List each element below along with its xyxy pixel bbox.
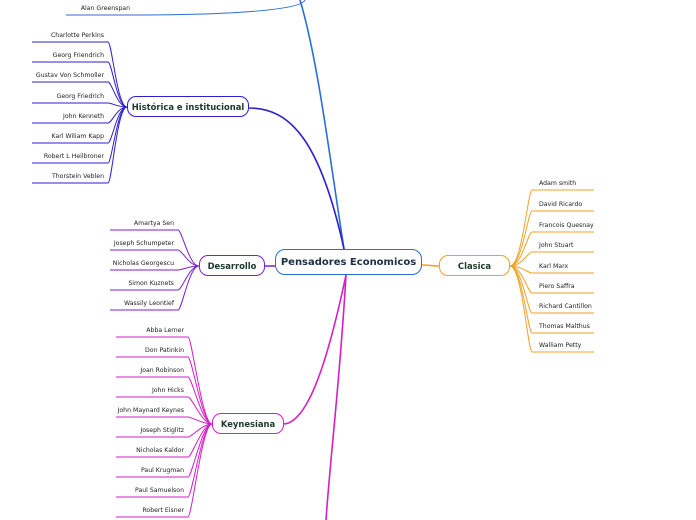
leaf-topic-clasica[interactable]: Francois Quesnay [539,222,594,229]
leaf-topic-historica[interactable]: Charlotte Perkins [50,32,104,39]
connector-central-clasica [421,264,440,267]
branch-label-historica: Histórica e institucional [131,101,245,112]
leaf-topic-clasica[interactable]: John Stuart [539,242,574,249]
leaf-connector-clasica [509,251,533,267]
connector-central-bottom [325,274,347,520]
connector-central-keynesiana [283,274,347,425]
leaf-topic-desarrollo[interactable]: Simon Kuznets [128,280,174,287]
leaf-topic-desarrollo[interactable]: Wassily Leontief [123,300,174,307]
branch-node-desarrollo[interactable]: Desarrollo [199,255,265,276]
leaf-topic-desarrollo[interactable]: Nicholas Georgescu [112,260,174,267]
leaf-connector-desarrollo [177,229,200,267]
leaf-connector-keynesiana [187,336,213,425]
branch-node-clasica[interactable]: Clasica [439,255,510,276]
leaf-connector-keynesiana [187,416,213,425]
central-topic-node[interactable]: Pensadores Economicos [275,249,422,275]
leaf-topic-keynesiana[interactable]: Robert Eisner [142,507,184,514]
leaf-topic-desarrollo[interactable]: Joseph Schumpeter [113,240,174,247]
leaf-connector-clasica [509,210,533,267]
leaf-topic-keynesiana[interactable]: Don Patinkin [145,347,184,354]
central-topic-label: Pensadores Economicos [280,256,417,268]
leaf-topic-clasica[interactable]: Thomas Malthus [539,323,590,330]
leaf-topic-historica[interactable]: Georg Friendrich [52,52,104,59]
leaf-connector-desarrollo [177,265,200,311]
leaf-topic-historica[interactable]: John Kenneth [63,113,104,120]
branch-node-keynesiana[interactable]: Keynesiana [212,413,284,434]
leaf-connector-keynesiana [187,423,213,518]
leaf-connector-historica [107,61,128,108]
leaf-connector-historica [107,106,128,184]
leaf-topic-top_branch[interactable]: Alan Greenspan [80,5,130,12]
leaf-connector-historica [107,41,128,108]
leaf-connector-top_branch [133,0,306,16]
leaf-connector-clasica [509,265,533,334]
leaf-topic-keynesiana[interactable]: John Hicks [151,387,184,394]
leaf-topic-keynesiana[interactable]: Joan Robinson [140,367,184,374]
leaf-topic-clasica[interactable]: Richard Cantillon [539,303,592,310]
leaf-topic-keynesiana[interactable]: Joseph Stiglitz [140,427,184,434]
leaf-connector-historica [107,106,128,164]
branch-node-historica[interactable]: Histórica e institucional [127,96,249,117]
connector-central-top [299,0,345,250]
branch-label-desarrollo: Desarrollo [207,260,257,271]
leaf-topic-historica[interactable]: Gustav Von Schmoller [35,72,104,79]
leaf-topic-historica[interactable]: Robert L Heilbroner [43,153,104,160]
leaf-topic-clasica[interactable]: Adam smith [539,180,577,187]
leaf-topic-clasica[interactable]: Walliam Petty [539,342,582,349]
leaf-topic-keynesiana[interactable]: John Maynard Keynes [117,407,184,414]
leaf-topic-clasica[interactable]: Piero Saffra [539,283,575,290]
leaf-connector-desarrollo [177,249,200,267]
leaf-topic-keynesiana[interactable]: Paul Krugman [140,467,184,474]
leaf-topic-keynesiana[interactable]: Abba Lerner [146,327,184,334]
connector-central-historica [248,107,345,250]
leaf-topic-clasica[interactable]: Karl Marx [539,263,569,270]
leaf-topic-keynesiana[interactable]: Nicholas Kaldor [136,447,184,454]
leaf-topic-clasica[interactable]: David Ricardo [539,201,583,208]
leaf-connector-historica [107,81,128,108]
leaf-topic-desarrollo[interactable]: Amartya Sen [133,220,174,227]
leaf-connector-keynesiana [187,396,213,425]
leaf-connector-keynesiana [187,376,213,425]
leaf-topic-historica[interactable]: Karl Wiliam Kapp [51,133,105,140]
branch-label-clasica: Clasica [457,260,492,271]
leaf-connector-clasica [509,231,533,267]
leaf-topic-historica[interactable]: Thorstein Veblen [51,173,104,180]
leaf-connector-clasica [509,265,533,353]
leaf-topic-historica[interactable]: Georg Friedrich [56,93,104,100]
branch-label-keynesiana: Keynesiana [220,418,276,429]
leaf-topic-keynesiana[interactable]: Paul Samuelson [135,487,184,494]
